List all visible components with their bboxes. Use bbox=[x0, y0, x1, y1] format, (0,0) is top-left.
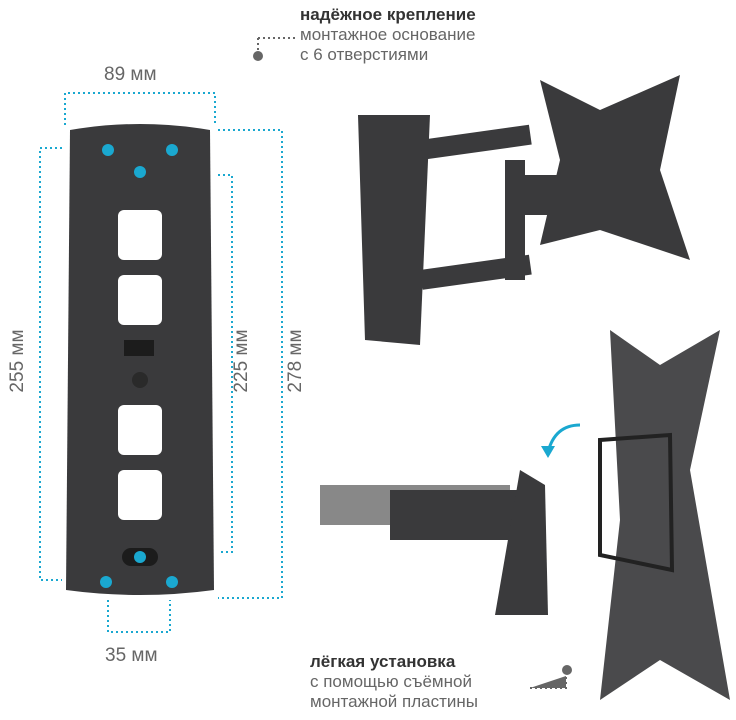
dim-width-bottom: 35 мм bbox=[105, 645, 158, 666]
feature-top-line1: монтажное основание bbox=[300, 25, 476, 44]
feature-bottom-line2: монтажной пластины bbox=[310, 692, 478, 711]
feature-bottom-line1: с помощью съёмной bbox=[310, 672, 472, 691]
dimension-lines bbox=[39, 92, 283, 633]
feature-bottom-callout: лёгкая установка с помощью съёмной монта… bbox=[310, 652, 478, 712]
feature-top-title: надёжное крепление bbox=[300, 5, 476, 24]
feature-top-callout: надёжное крепление монтажное основание с… bbox=[300, 5, 476, 65]
detached-arm bbox=[320, 470, 548, 615]
feature-bottom-title: лёгкая установка bbox=[310, 652, 456, 671]
mounting-plate bbox=[598, 330, 730, 700]
callout-connectors bbox=[253, 37, 572, 689]
wall-plate bbox=[66, 124, 214, 595]
arm-bracket bbox=[358, 75, 690, 345]
dim-height-left: 255 мм bbox=[7, 329, 28, 393]
dim-width-top: 89 мм bbox=[104, 64, 157, 85]
feature-top-line2: с 6 отверстиями bbox=[300, 45, 429, 64]
dim-height-outer: 278 мм bbox=[285, 329, 306, 393]
dim-height-inner: 225 мм bbox=[231, 329, 252, 393]
